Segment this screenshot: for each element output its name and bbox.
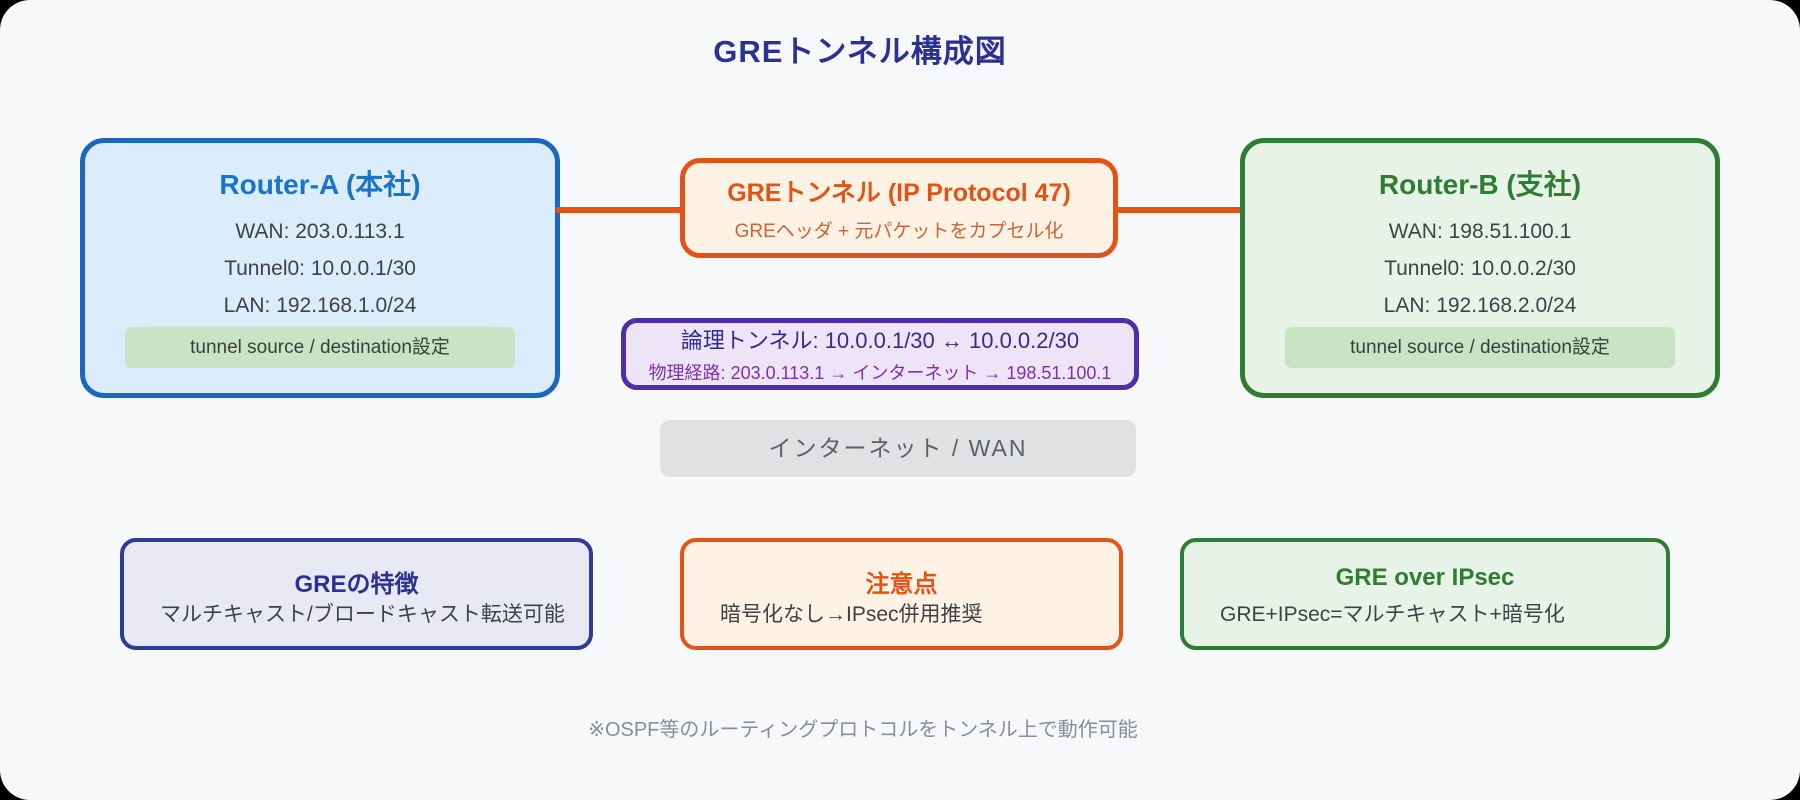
logical-tunnel-addresses: 論理トンネル: 10.0.0.1/30 ↔ 10.0.0.2/30 bbox=[680, 328, 1080, 353]
gre-tunnel-title: GREトンネル (IP Protocol 47) bbox=[727, 179, 1071, 207]
gre-tunnel-box: GREトンネル (IP Protocol 47) GREヘッダ + 元パケットを… bbox=[680, 158, 1118, 258]
router-b-wan-address: WAN: 198.51.100.1 bbox=[1388, 220, 1572, 243]
caution-title: 注意点 bbox=[865, 571, 938, 598]
internet-wan-bar: インターネット / WAN bbox=[660, 420, 1136, 477]
caution-body: 暗号化なし→IPsec併用推奨 bbox=[720, 603, 983, 626]
router-b-details: WAN: 198.51.100.1 Tunnel0: 10.0.0.2/30 L… bbox=[1245, 213, 1715, 324]
gre-over-ipsec-body: GRE+IPsec=マルチキャスト+暗号化 bbox=[1220, 603, 1565, 626]
router-b-box: Router-B (支社) WAN: 198.51.100.1 Tunnel0:… bbox=[1240, 138, 1720, 398]
gre-tunnel-subtitle: GREヘッダ + 元パケットをカプセル化 bbox=[734, 221, 1064, 242]
router-a-details: WAN: 203.0.113.1 Tunnel0: 10.0.0.1/30 LA… bbox=[85, 213, 555, 324]
gre-features-card: GREの特徴 マルチキャスト/ブロードキャスト転送可能 bbox=[120, 538, 593, 650]
diagram-title: GREトンネル構成図 bbox=[713, 34, 1007, 69]
logical-tunnel-box: 論理トンネル: 10.0.0.1/30 ↔ 10.0.0.2/30 物理経路: … bbox=[621, 318, 1139, 390]
footnote: ※OSPF等のルーティングプロトコルをトンネル上で動作可能 bbox=[588, 719, 1138, 741]
router-a-wan-address: WAN: 203.0.113.1 bbox=[235, 220, 405, 243]
router-b-tunnel-config-badge: tunnel source / destination設定 bbox=[1285, 327, 1675, 368]
gre-over-ipsec-title: GRE over IPsec bbox=[1335, 564, 1515, 591]
caution-card: 注意点 暗号化なし→IPsec併用推奨 bbox=[680, 538, 1123, 650]
gre-over-ipsec-card: GRE over IPsec GRE+IPsec=マルチキャスト+暗号化 bbox=[1180, 538, 1670, 650]
router-a-tunnel-config-badge: tunnel source / destination設定 bbox=[125, 327, 515, 368]
tunnel-link-right bbox=[1114, 207, 1244, 213]
router-a-title: Router-A (本社) bbox=[219, 169, 421, 200]
router-b-lan-address: LAN: 192.168.2.0/24 bbox=[1383, 294, 1577, 317]
router-a-box: Router-A (本社) WAN: 203.0.113.1 Tunnel0: … bbox=[80, 138, 560, 398]
router-b-title: Router-B (支社) bbox=[1378, 169, 1582, 200]
router-a-tunnel0-address: Tunnel0: 10.0.0.1/30 bbox=[224, 257, 416, 280]
router-a-lan-address: LAN: 192.168.1.0/24 bbox=[223, 294, 417, 317]
gre-features-title: GREの特徴 bbox=[294, 571, 419, 598]
physical-path: 物理経路: 203.0.113.1 → インターネット → 198.51.100… bbox=[648, 363, 1112, 383]
tunnel-link-left bbox=[556, 207, 684, 213]
router-b-tunnel0-address: Tunnel0: 10.0.0.2/30 bbox=[1384, 257, 1576, 280]
gre-features-body: マルチキャスト/ブロードキャスト転送可能 bbox=[160, 603, 565, 626]
